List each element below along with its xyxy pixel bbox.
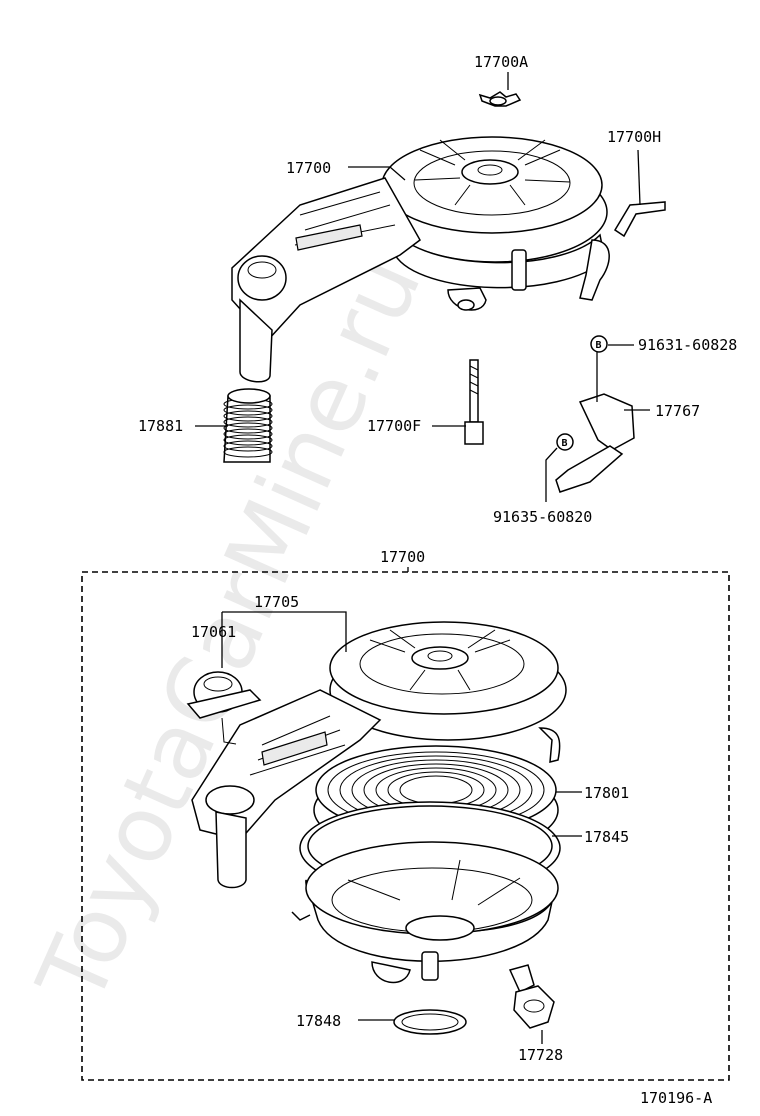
label-17767: 17767 [655,402,700,420]
label-17845: 17845 [584,828,629,846]
label-17801: 17801 [584,784,629,802]
label-17700A: 17700A [474,53,528,71]
svg-text:B: B [596,340,602,351]
wing-nut-part [478,91,522,107]
label-17700H: 17700H [607,128,661,146]
label-91635-60820: 91635-60820 [493,508,592,526]
label-17700-top: 17700 [286,159,331,177]
hose-rib [223,440,273,452]
hose-rib [223,446,273,458]
label-17728: 17728 [518,1046,563,1064]
svg-text:B: B [562,438,568,449]
hose-rib [223,410,273,422]
stud-bolt-part [464,359,484,445]
hose-rib [223,428,273,440]
hose-rib [223,434,273,446]
o-ring-part [393,1009,467,1035]
label-17700F: 17700F [367,417,421,435]
check-valve-part [508,964,555,1029]
label-17700-group: 17700 [380,548,425,566]
label-17881: 17881 [138,417,183,435]
temp-valve-part [186,671,262,745]
group-boundary-box [81,571,730,1081]
label-17061: 17061 [191,623,236,641]
intake-hose-part [223,388,273,463]
label-17705: 17705 [254,593,299,611]
label-91631-60828: 91631-60828 [638,336,737,354]
housing-cap-part [191,621,567,889]
hose-rib [223,416,273,428]
case-bottom-part [291,841,559,984]
upper-air-cleaner-assembly: B B [195,72,666,502]
washer-marker-91631: B [590,335,608,353]
hose-rib [223,404,273,416]
air-cleaner-housing-part [231,136,666,383]
exploded-air-cleaner-assembly [186,611,582,1044]
label-17848: 17848 [296,1012,341,1030]
diagram-id: 170196-A [640,1089,712,1107]
bracket-part [555,393,635,493]
washer-marker-91635: B [556,433,574,451]
hose-rib [223,422,273,434]
